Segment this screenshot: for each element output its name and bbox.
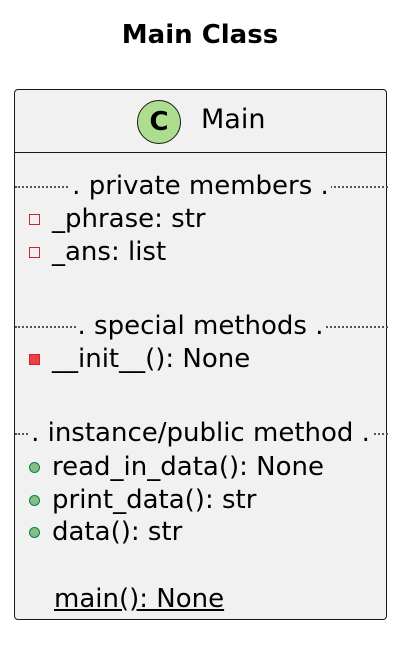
diagram-title: Main Class	[121, 20, 279, 50]
separator-label: . private members .	[70, 171, 331, 201]
class-header: C Main	[15, 90, 386, 153]
member-print-data[interactable]: print_data(): str	[29, 485, 256, 515]
public-method-icon	[29, 527, 40, 538]
class-box[interactable]: C Main . private members . _phrase: str …	[14, 89, 388, 620]
member-phrase[interactable]: _phrase: str	[29, 204, 206, 234]
member-text: data(): str	[52, 517, 183, 547]
member-init[interactable]: __init__(): None	[29, 344, 250, 374]
private-field-icon	[29, 214, 40, 225]
member-text: _phrase: str	[52, 204, 206, 234]
separator-label: . special methods .	[75, 311, 326, 341]
member-data[interactable]: data(): str	[29, 517, 182, 547]
member-text: _ans: list	[52, 237, 167, 267]
separator-label: . instance/public method .	[29, 418, 372, 448]
class-c-icon: C	[137, 100, 181, 144]
private-method-icon	[29, 354, 40, 365]
private-field-icon	[29, 247, 40, 258]
member-text: __init__(): None	[52, 344, 251, 374]
member-text: read_in_data(): None	[52, 452, 324, 482]
member-text: main(): None	[54, 584, 225, 614]
separator-private-members: . private members .	[15, 171, 388, 201]
public-method-icon	[29, 462, 40, 473]
public-method-icon	[29, 495, 40, 506]
class-icon-letter: C	[149, 107, 169, 137]
member-text: print_data(): str	[52, 485, 257, 515]
separator-special-methods: . special methods .	[15, 311, 388, 341]
member-read-in-data[interactable]: read_in_data(): None	[29, 452, 324, 482]
member-ans[interactable]: _ans: list	[29, 237, 166, 267]
class-name: Main	[201, 104, 266, 135]
member-main-static[interactable]: main(): None	[54, 584, 224, 614]
separator-instance-public-method: . instance/public method .	[15, 418, 388, 448]
